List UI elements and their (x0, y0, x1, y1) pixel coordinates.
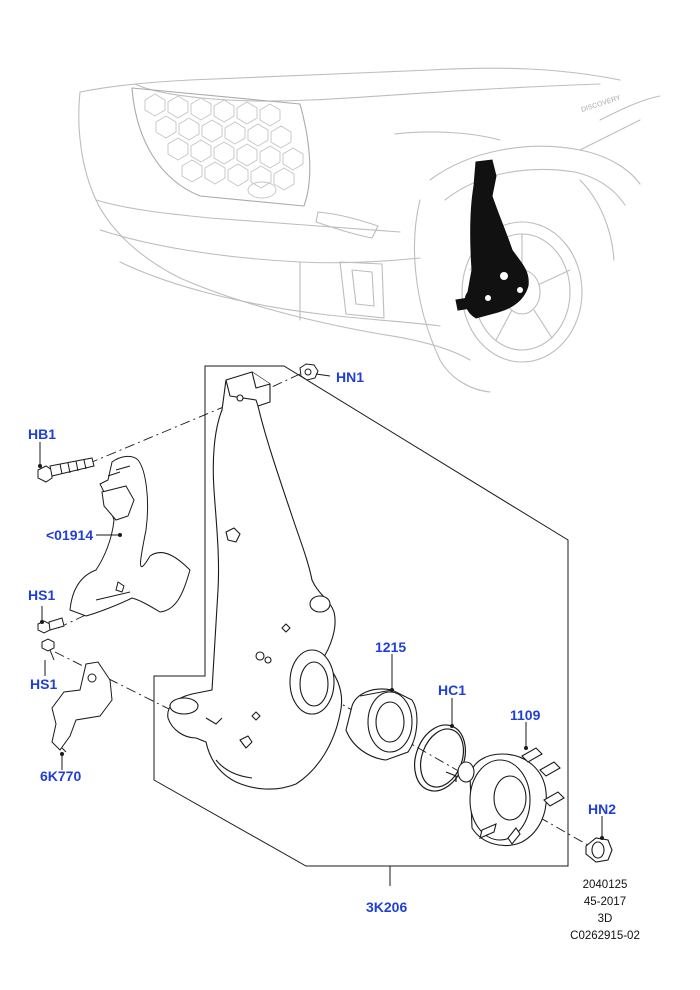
part-hb1-bolt (37, 457, 95, 483)
callout-hc1[interactable]: HC1 (438, 682, 467, 698)
reference-line-4: C0262915-02 (570, 930, 640, 942)
callout-01914[interactable]: <01914 (46, 527, 94, 543)
vehicle-badge-text: DISCOVERY (580, 94, 622, 113)
reference-line-2: 45-2017 (583, 896, 627, 908)
callout-hn1[interactable]: HN1 (336, 369, 365, 385)
callout-hs1-upper[interactable]: HS1 (28, 587, 56, 603)
part-6k770-bracket (51, 661, 113, 753)
reference-line-1: 2040125 (582, 879, 628, 891)
part-3k206-knuckle (167, 371, 342, 790)
part-1109-hub (457, 747, 565, 846)
reference-line-3: 3D (597, 913, 613, 925)
part-hs1-screw-upper (37, 617, 65, 634)
part-hs1-screw-lower (41, 638, 55, 661)
callout-3k206[interactable]: 3K206 (366, 899, 408, 915)
leader-lines (39, 442, 603, 838)
assembly-bracket-lines (153, 365, 569, 886)
callout-1109[interactable]: 1109 (510, 707, 541, 723)
vehicle-knuckle-highlight (455, 159, 529, 319)
callout-hn2[interactable]: HN2 (588, 801, 617, 817)
vehicle-front-illustration: DISCOVERY (78, 67, 661, 393)
grille-mesh (144, 93, 304, 199)
reference-block: 2040125 45-2017 3D C0262915-02 (560, 877, 650, 945)
callout-hb1[interactable]: HB1 (28, 426, 57, 442)
part-hn1-nut (299, 363, 331, 381)
part-01914-shield (69, 455, 191, 617)
part-1215-bearing (345, 688, 418, 761)
part-hn2-nut (585, 837, 613, 863)
callout-6k770[interactable]: 6K770 (40, 768, 82, 784)
callout-1215[interactable]: 1215 (375, 639, 407, 655)
callout-hs1-lower[interactable]: HS1 (30, 676, 58, 692)
leader-end-dots (38, 464, 604, 840)
